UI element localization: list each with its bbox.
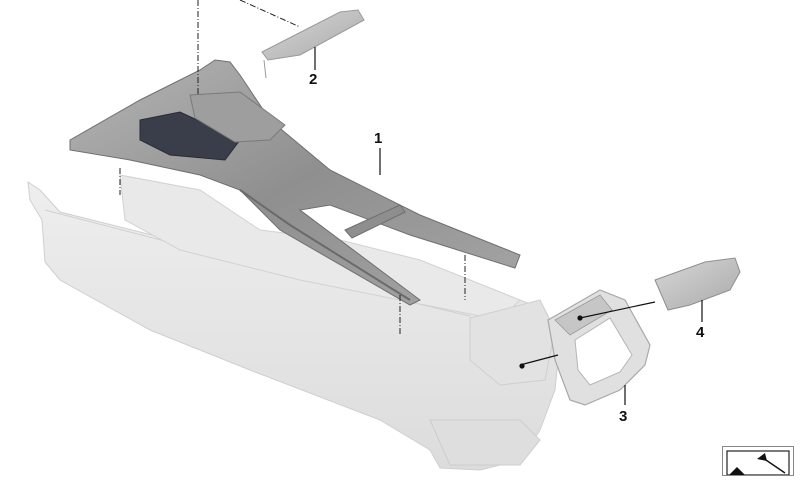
callout-part-1: 1 (374, 130, 383, 147)
leader-lines (314, 47, 703, 405)
navigation-button[interactable] (722, 446, 794, 476)
callout-part-2: 2 (309, 71, 318, 88)
rear-cover-part-4 (654, 257, 741, 311)
assembly-lines (119, 0, 466, 335)
trim-panel-part-1 (69, 59, 521, 306)
trim-strip-part-2 (261, 9, 365, 79)
callout-part-4: 4 (696, 324, 705, 341)
trim-frame-part-3 (547, 289, 651, 406)
arrow-northwest-icon (726, 450, 790, 476)
callout-part-3: 3 (619, 408, 628, 425)
